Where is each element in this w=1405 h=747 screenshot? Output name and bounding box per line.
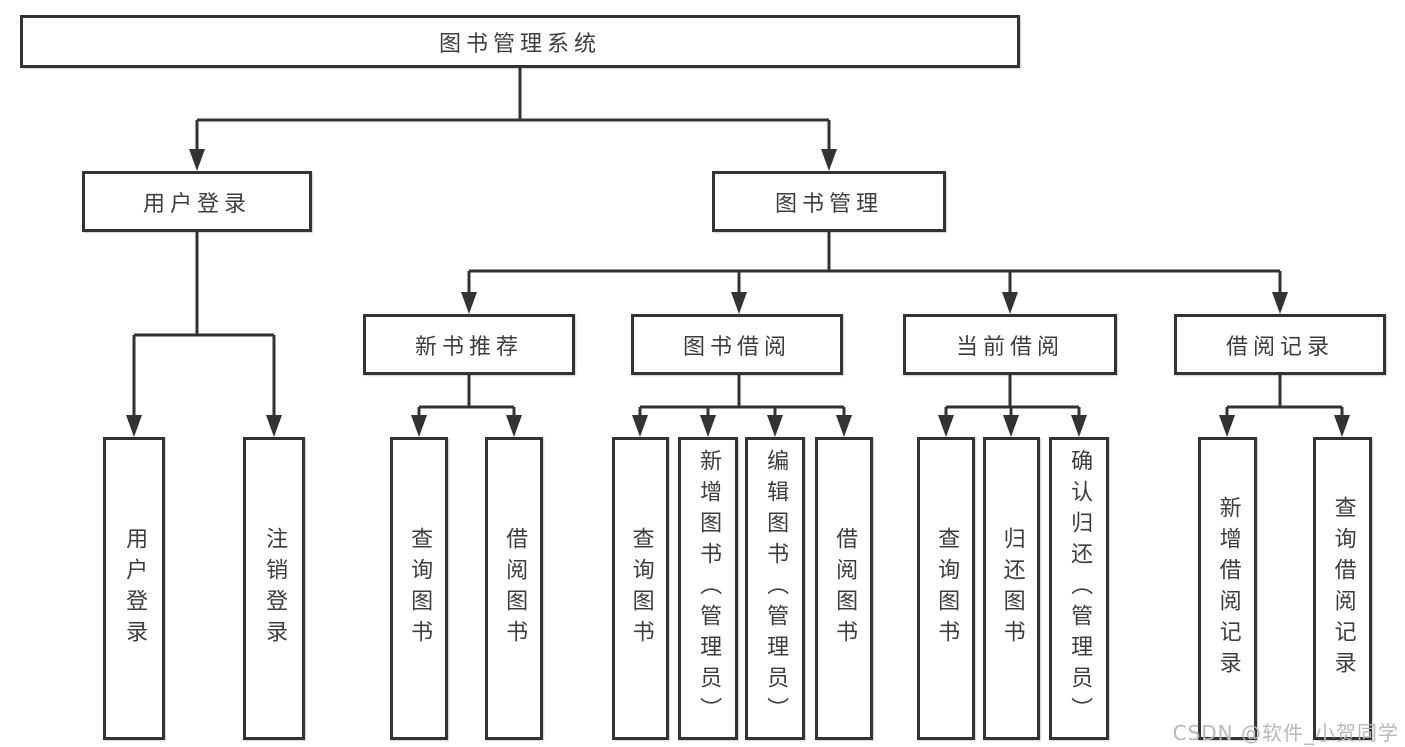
arrowhead-icon [1272, 292, 1288, 314]
leaf-current-query-books: 查询图书 [917, 437, 975, 740]
arrowhead-icon [731, 292, 747, 314]
connector-current-to-leaves [944, 375, 1081, 418]
leaf-add-books-admin: 新增图书（管理员） [678, 437, 738, 740]
leaf-add-borrow-record-label: 新增借阅记录 [1215, 495, 1241, 682]
leaf-return-books: 归还图书 [983, 437, 1040, 740]
node-borrowing-records-label: 借阅记录 [1225, 334, 1334, 360]
leaf-edit-books-admin: 编辑图书（管理员） [745, 437, 805, 740]
arrowhead-icon [700, 415, 716, 437]
arrowhead-icon [632, 415, 648, 437]
leaf-borrowing-query-books: 查询图书 [612, 437, 669, 740]
leaf-user-login: 用户登录 [103, 437, 165, 740]
node-book-management-label: 图书管理 [774, 191, 883, 217]
leaf-confirm-return-admin-label: 确认归还（管理员） [1067, 449, 1093, 728]
leaf-recommend-query-books: 查询图书 [390, 437, 448, 740]
node-book-borrowing-label: 图书借阅 [682, 334, 791, 360]
leaf-borrowing-borrow-books-label: 借阅图书 [832, 526, 858, 651]
leaf-add-books-admin-label: 新增图书（管理员） [696, 449, 722, 728]
arrowhead-icon [506, 415, 522, 437]
leaf-logout-label: 注销登录 [262, 526, 288, 651]
leaf-recommend-borrow-books: 借阅图书 [485, 437, 543, 740]
leaf-recommend-borrow-books-label: 借阅图书 [502, 526, 528, 651]
node-borrowing-records: 借阅记录 [1174, 314, 1386, 375]
arrowhead-icon [821, 149, 837, 171]
arrowhead-icon [1334, 415, 1350, 437]
arrowhead-icon [126, 415, 142, 437]
node-current-borrowing: 当前借阅 [903, 314, 1117, 375]
arrowhead-icon [938, 415, 954, 437]
node-new-book-recommend-label: 新书推荐 [414, 334, 523, 360]
watermark: CSDN @软件_小贺同学 [1172, 721, 1399, 745]
leaf-confirm-return-admin: 确认归还（管理员） [1049, 437, 1109, 740]
arrowhead-icon [1219, 415, 1235, 437]
arrowhead-icon [266, 415, 282, 437]
node-book-borrowing: 图书借阅 [631, 314, 843, 375]
leaf-logout: 注销登录 [243, 437, 305, 740]
leaf-query-borrow-record: 查询借阅记录 [1313, 437, 1372, 740]
leaf-current-query-books-label: 查询图书 [934, 526, 960, 651]
leaf-user-login-label: 用户登录 [122, 526, 148, 651]
arrowhead-icon [411, 415, 427, 437]
leaf-recommend-query-books-label: 查询图书 [407, 526, 433, 651]
node-user-login-label: 用户登录 [142, 191, 251, 217]
arrowhead-icon [189, 149, 205, 171]
node-root: 图书管理系统 [20, 15, 1020, 68]
arrowhead-icon [836, 415, 852, 437]
leaf-borrowing-borrow-books: 借阅图书 [815, 437, 873, 740]
leaf-borrowing-query-books-label: 查询图书 [628, 526, 654, 651]
arrowhead-icon [461, 292, 477, 314]
leaf-query-borrow-record-label: 查询借阅记录 [1330, 495, 1356, 682]
node-user-login: 用户登录 [82, 171, 312, 232]
connector-lines [132, 68, 1344, 418]
connector-recommend-to-leaves [417, 375, 516, 418]
connector-records-to-leaves [1225, 375, 1344, 418]
node-book-management: 图书管理 [712, 171, 946, 232]
connector-root-to-level2 [195, 68, 831, 152]
arrowhead-icon [767, 415, 783, 437]
arrowhead-icon [1002, 292, 1018, 314]
connector-bookmgmt-to-level3 [467, 232, 1282, 295]
leaf-add-borrow-record: 新增借阅记录 [1198, 437, 1257, 740]
node-current-borrowing-label: 当前借阅 [955, 334, 1064, 360]
arrowheads-layer [126, 149, 1350, 437]
leaf-return-books-label: 归还图书 [999, 526, 1025, 651]
arrowhead-icon [1071, 415, 1087, 437]
leaf-edit-books-admin-label: 编辑图书（管理员） [763, 449, 789, 728]
node-new-book-recommend: 新书推荐 [363, 314, 575, 375]
connector-userlogin-to-leaves [132, 232, 276, 418]
connector-borrowing-to-leaves [638, 375, 846, 418]
node-root-label: 图书管理系统 [438, 31, 601, 57]
arrowhead-icon [1003, 415, 1019, 437]
